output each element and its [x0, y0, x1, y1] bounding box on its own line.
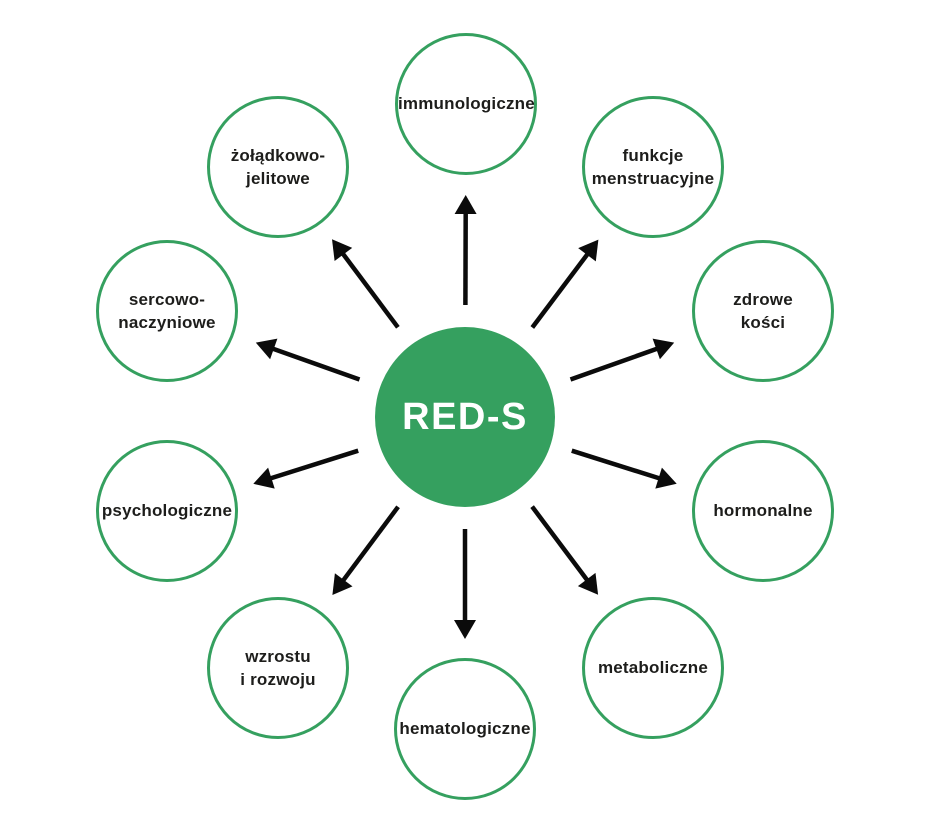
node-sercowo-naczyniowe: sercowo- naczyniowe — [96, 240, 238, 382]
center-node-label: RED-S — [402, 395, 528, 438]
node-label: immunologiczne — [398, 94, 535, 114]
node-hematologiczne: hematologiczne — [394, 658, 536, 800]
node-label: psychologiczne — [101, 501, 233, 521]
center-node-red-s: RED-S — [375, 327, 555, 507]
arrow — [530, 505, 599, 595]
node-metaboliczne: metaboliczne — [582, 597, 724, 739]
arrow — [332, 239, 400, 329]
node-wzrostu-i-rozwoju: wzrostu i rozwoju — [207, 597, 349, 739]
arrow — [332, 505, 400, 595]
arrow — [253, 448, 359, 489]
arrow — [454, 195, 477, 306]
node-zoladkowo-jelitowe: żołądkowo- jelitowe — [207, 96, 349, 238]
arrow — [569, 338, 675, 382]
node-funkcje-menstruacyjne: funkcje menstruacyjne — [582, 96, 724, 238]
node-psychologiczne: psychologiczne — [96, 440, 238, 582]
arrow — [454, 529, 476, 639]
node-label: hormonalne — [713, 501, 813, 521]
node-label: funkcje menstruacyjne — [591, 145, 715, 188]
node-zdrowe-kosci: zdrowe kości — [692, 240, 834, 382]
radial-arrows — [253, 195, 677, 639]
node-label: hematologiczne — [399, 719, 531, 739]
node-immunologiczne: immunologiczne — [395, 33, 537, 175]
arrow — [255, 338, 361, 382]
node-label: żołądkowo- jelitowe — [230, 145, 326, 188]
node-hormonalne: hormonalne — [692, 440, 834, 582]
node-label: sercowo- naczyniowe — [118, 289, 216, 332]
arrow — [571, 448, 677, 489]
arrow — [530, 239, 599, 329]
node-label: metaboliczne — [597, 658, 709, 678]
node-label: wzrostu i rozwoju — [240, 646, 316, 689]
node-label: zdrowe kości — [733, 289, 793, 332]
